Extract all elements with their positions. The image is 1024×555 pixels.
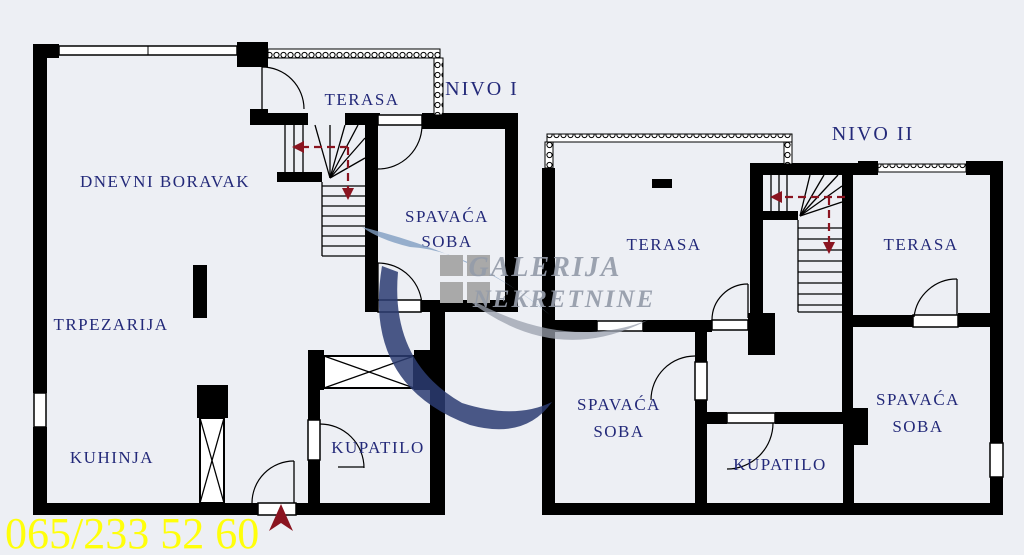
level1-stairs-icon [284,124,366,257]
room-label-bedroom-1-line1: SPAVAĆA [405,207,489,226]
agency-watermark: GALERIJA NEKRETNINE [362,227,656,430]
room-label-living-room: DNEVNI BORAVAK [80,172,250,191]
room-label-bathroom-2: KUPATILO [733,455,827,474]
agency-logo-icon [362,227,648,430]
room-label-bedroom-1-line2: SOBA [421,232,472,251]
room-label-bedroom-2-right-line2: SOBA [892,417,943,436]
level1-walls [33,42,518,515]
level2-windows [596,314,1004,478]
room-label-terrace-2-right: TERASA [883,235,958,254]
level1-doors [251,66,423,504]
level2-stairs-icon [770,174,843,313]
room-label-kitchen: KUHINJA [70,448,154,467]
room-label-terrace-1: TERASA [324,90,399,109]
watermark-text-line1: GALERIJA [469,252,622,283]
level1-floor-plan: DNEVNI BORAVAK TERASA NIVO I SPAVAĆA SOB… [33,42,519,531]
level2-terrace-railing-icon [544,133,967,173]
level2-doors [650,278,958,470]
room-label-bathroom-1: KUPATILO [331,438,425,457]
level1-terrace-railing-icon [267,48,444,116]
room-label-dining: TRPEZARIJA [53,315,168,334]
level2-stair-direction-arrow-icon [770,191,845,254]
entrance-arrow-icon [269,504,293,531]
level2-floor-plan: NIVO II TERASA TERASA SPAVAĆA SOBA KUPAT… [542,123,1004,515]
phone-number: 065/233 52 60 [5,509,259,555]
level1-title: NIVO I [445,78,519,100]
room-label-bedroom-2-left-line2: SOBA [593,422,644,441]
level2-walls [542,161,1003,515]
watermark-text-line2: NEKRETNINE [472,286,656,313]
level2-title: NIVO II [832,123,914,145]
room-label-bedroom-2-left-line1: SPAVAĆA [577,395,661,414]
level1-stair-direction-arrow-icon [292,141,354,200]
room-label-terrace-2-left: TERASA [626,235,701,254]
level1-shaft-icon [199,417,225,504]
room-label-bedroom-2-right-line1: SPAVAĆA [876,390,960,409]
